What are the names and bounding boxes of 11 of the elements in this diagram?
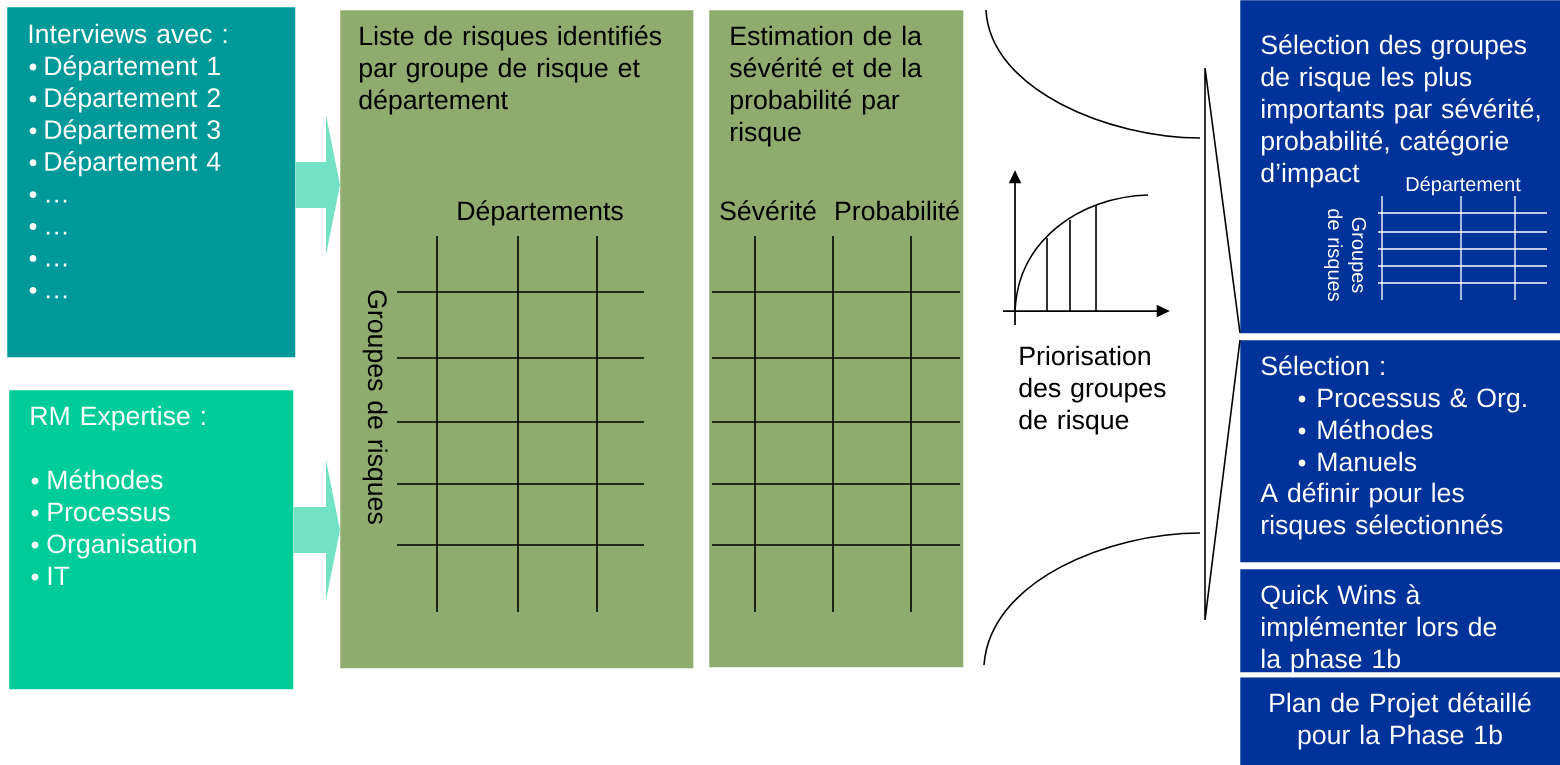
block-arrow [295, 115, 340, 255]
step-text: Priorisation des groupes de risque [1019, 345, 1166, 435]
process-box: Estimation de la sévérité et de la probabilité par risque Sévérité Probabilité [709, 10, 964, 668]
block-arrow [293, 460, 340, 600]
process-box: Liste de risques identifiés par groupe de risque et département Départements Groupes de risques [340, 10, 694, 669]
process-box: RM Expertise : Méthodes Processus Organisation IT [9, 390, 294, 690]
result-box: Plan de Projet détaillé pour la Phase 1b [1240, 677, 1560, 765]
result-box: Quick Wins à implémenter lors de la phase 1b [1240, 569, 1560, 674]
result-box: Sélection des groupes de risque les plus importants par sévérité, probabilité, catégorie d’impact Département Groupes de risques [1240, 0, 1560, 334]
process-box: Interviews avec : Département 1 Département 2 Département 3 Département 4 … … … … [7, 7, 296, 358]
result-box: Sélection : Processus & Org. Méthodes Manuels A définir pour les risques sélectionnés [1240, 340, 1560, 563]
